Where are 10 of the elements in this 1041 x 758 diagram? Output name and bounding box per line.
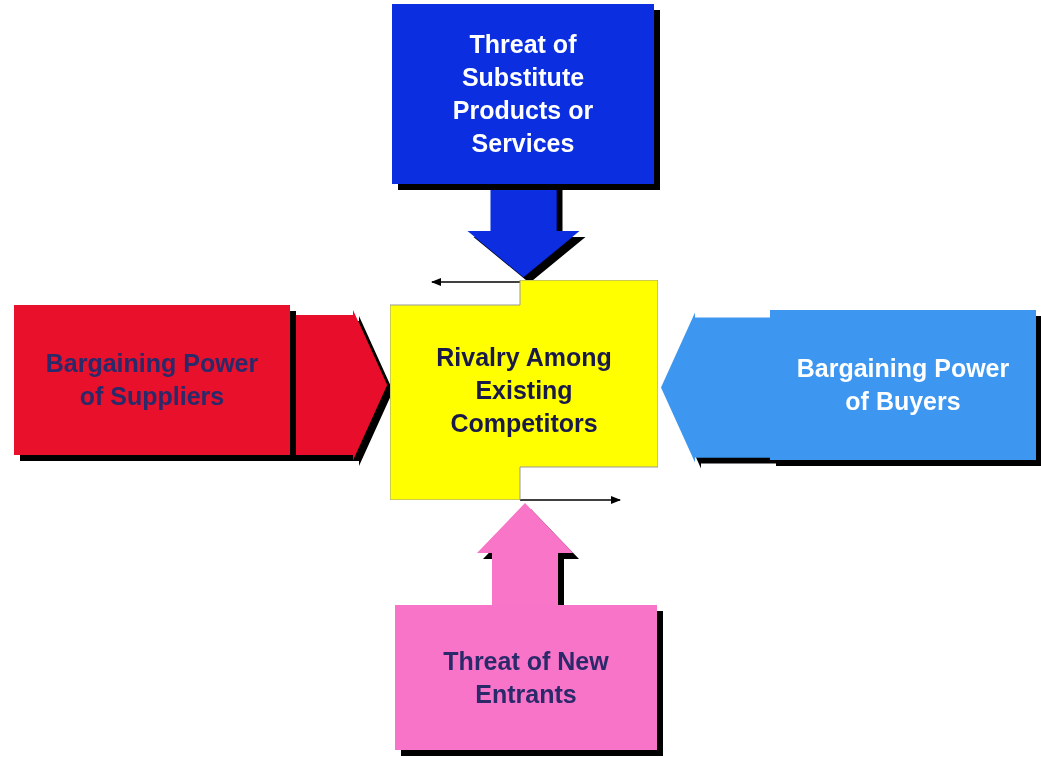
block-arrow bbox=[477, 503, 573, 605]
node-label: Threat of Substitute Products or Services bbox=[451, 29, 595, 159]
node-label: Threat of New Entrants bbox=[442, 645, 610, 710]
node-label: Bargaining Power of Suppliers bbox=[44, 348, 260, 412]
arrow bbox=[519, 496, 621, 504]
rivalry-box bbox=[390, 280, 658, 500]
block-arrow bbox=[661, 312, 770, 463]
node-label: Rivalry Among Existing Competitors bbox=[435, 341, 613, 439]
arrow bbox=[431, 278, 521, 286]
node-label: Bargaining Power of Buyers bbox=[795, 353, 1011, 417]
